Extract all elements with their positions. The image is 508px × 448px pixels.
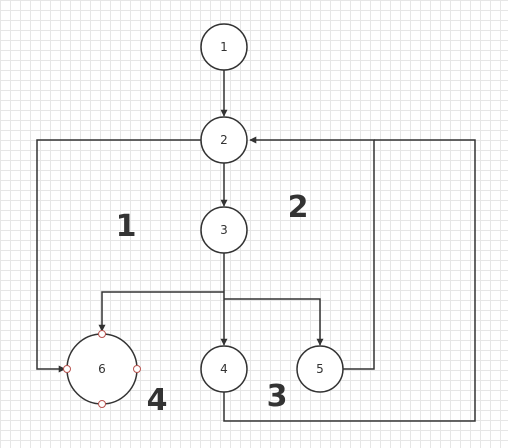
edge-3-5[interactable] [224, 298, 324, 346]
node-5[interactable]: 5 [296, 345, 344, 393]
connection-handle-left[interactable] [63, 365, 71, 373]
node-2-label: 2 [220, 133, 228, 147]
connection-handle-top[interactable] [98, 330, 106, 338]
connection-handle-right[interactable] [133, 365, 141, 373]
node-4[interactable]: 4 [200, 345, 248, 393]
node-5-label: 5 [316, 362, 324, 376]
connection-handle-bottom[interactable] [98, 400, 106, 408]
edge-3-6[interactable] [98, 291, 224, 332]
region-label-4: 4 [147, 383, 168, 418]
node-1[interactable]: 1 [200, 23, 248, 71]
node-1-label: 1 [220, 40, 228, 54]
node-4-label: 4 [220, 362, 228, 376]
edge-4-2[interactable] [223, 139, 476, 422]
node-6-label: 6 [98, 362, 106, 376]
node-3[interactable]: 3 [200, 206, 248, 254]
region-label-3: 3 [267, 379, 288, 414]
edge-2-6[interactable] [36, 139, 201, 373]
edge-5-2[interactable] [249, 136, 375, 370]
region-label-2: 2 [288, 190, 309, 225]
node-2[interactable]: 2 [200, 116, 248, 164]
node-6[interactable]: 6 [63, 330, 141, 408]
node-3-label: 3 [220, 223, 228, 237]
region-label-1: 1 [116, 209, 137, 244]
